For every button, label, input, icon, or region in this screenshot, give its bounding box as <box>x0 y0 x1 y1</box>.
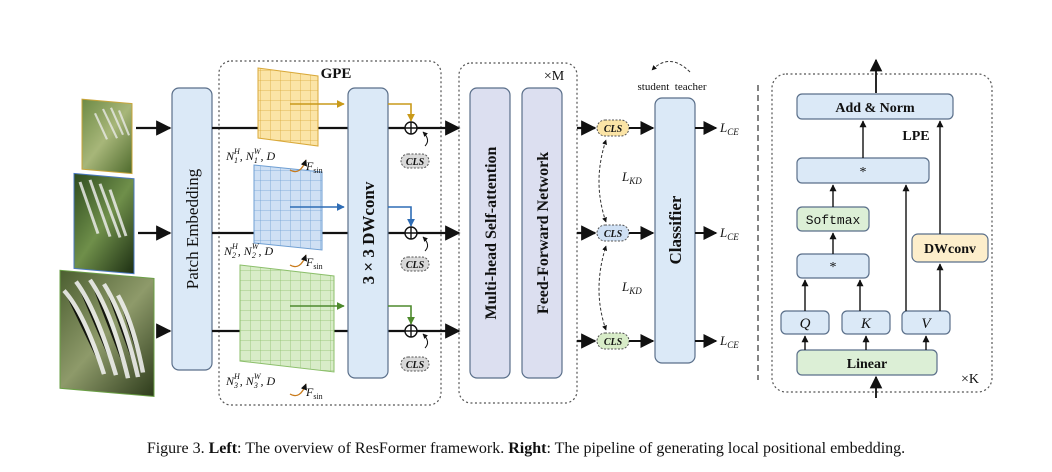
dwconv-out-arrow-1 <box>388 103 415 122</box>
add-circle-2 <box>404 226 418 240</box>
dwconv-out-arrow-3 <box>388 305 415 325</box>
svg-text:CLS: CLS <box>406 260 425 271</box>
lpe-label: LPE <box>902 129 929 144</box>
svg-text:N1H, N1W, D: N1H, N1W, D <box>225 147 275 165</box>
classifier-label: Classifier <box>666 195 685 264</box>
cls-token-gray-2: CLS <box>400 236 430 272</box>
cls-token-gray-1: CLS <box>400 131 430 169</box>
attention-block-label: Multi-head Self-attention <box>483 146 500 319</box>
kd-loss-label-1: LKD <box>621 169 642 186</box>
svg-text:CLS: CLS <box>406 360 425 371</box>
dwconv-block <box>347 87 389 379</box>
patch-embedding-block <box>171 87 213 371</box>
patch-embedding-label: Patch Embedding <box>183 168 202 289</box>
lpe-dwconv-label: DWconv <box>924 242 976 257</box>
student-teacher-arrow <box>651 61 691 73</box>
student-teacher-label: student teacher <box>637 81 706 93</box>
cls-token-yellow: CLS <box>596 119 630 137</box>
v-label: V <box>921 316 932 332</box>
input-image-small <box>81 98 133 175</box>
add-norm-block <box>796 93 954 120</box>
linear-label: Linear <box>847 357 887 372</box>
ffn-block-label: Feed-Forward Network <box>535 152 552 314</box>
lpe-container <box>771 73 993 393</box>
lpe-dwconv-block <box>911 233 989 263</box>
k-block <box>841 310 891 335</box>
svg-text:N3H, N3W, D: N3H, N3W, D <box>225 372 275 390</box>
v-block <box>901 310 951 335</box>
multiply-label-inner: * <box>830 260 837 275</box>
ce-loss-label-2: LCE <box>719 225 739 242</box>
caption-left-text: : The overview of ResFormer framework. <box>237 440 505 457</box>
figure-caption: Figure 3. Left: The overview of ResForme… <box>0 440 1052 458</box>
svg-text:CLS: CLS <box>604 337 623 348</box>
dims-label-2: N2H, N2W, D <box>223 242 273 260</box>
add-circle-1 <box>404 121 418 135</box>
positional-grid-1 <box>257 67 319 147</box>
dwconv-block-label: 3 × 3 DWconv <box>359 181 378 284</box>
svg-text:CLS: CLS <box>604 229 623 240</box>
transformer-repeat-label: ×M <box>544 69 565 84</box>
k-label: K <box>860 316 872 332</box>
cls-token-blue: CLS <box>596 224 630 242</box>
cls-token-gray-3: CLS <box>400 333 430 372</box>
q-label: Q <box>800 316 811 332</box>
attention-block <box>469 87 511 379</box>
f-sin-label-2: Fsin <box>289 254 323 271</box>
svg-text:N2H, N2W, D: N2H, N2W, D <box>223 242 273 260</box>
multiply-label-outer: * <box>860 165 867 180</box>
classifier-block <box>654 97 696 364</box>
cls-token-green: CLS <box>596 332 630 350</box>
caption-prefix: Figure 3. <box>146 440 205 457</box>
gpe-label: GPE <box>321 66 352 82</box>
kd-arrow-upper <box>598 139 607 223</box>
softmax-label: Softmax <box>806 213 861 228</box>
kd-arrow-lower <box>598 245 608 331</box>
positional-grid-3 <box>239 264 335 373</box>
svg-text:Fsin: Fsin <box>305 385 323 401</box>
svg-text:CLS: CLS <box>406 157 425 168</box>
linear-block <box>796 349 938 376</box>
caption-left-bold: Left <box>208 440 238 457</box>
svg-text:Fsin: Fsin <box>305 255 323 271</box>
dwconv-out-arrow-2 <box>388 206 415 227</box>
svg-text:Fsin: Fsin <box>305 159 323 175</box>
f-sin-label-3: Fsin <box>289 383 323 401</box>
caption-right-text: : The pipeline of generating local posit… <box>546 440 906 457</box>
ce-loss-label-1: LCE <box>719 120 739 137</box>
add-circle-3 <box>404 324 418 338</box>
caption-right-bold: Right <box>508 440 547 457</box>
dims-label-3: N3H, N3W, D <box>225 372 275 390</box>
lpe-repeat-label: ×K <box>961 372 979 387</box>
svg-text:CLS: CLS <box>604 124 623 135</box>
input-image-medium <box>73 172 135 275</box>
dims-label-1: N1H, N1W, D <box>225 147 275 165</box>
add-norm-label: Add & Norm <box>835 101 915 116</box>
input-image-large <box>59 269 155 398</box>
ce-loss-label-3: LCE <box>719 333 739 350</box>
kd-loss-label-2: LKD <box>621 279 642 296</box>
ffn-block <box>521 87 563 379</box>
f-sin-label-1: Fsin <box>289 159 323 175</box>
